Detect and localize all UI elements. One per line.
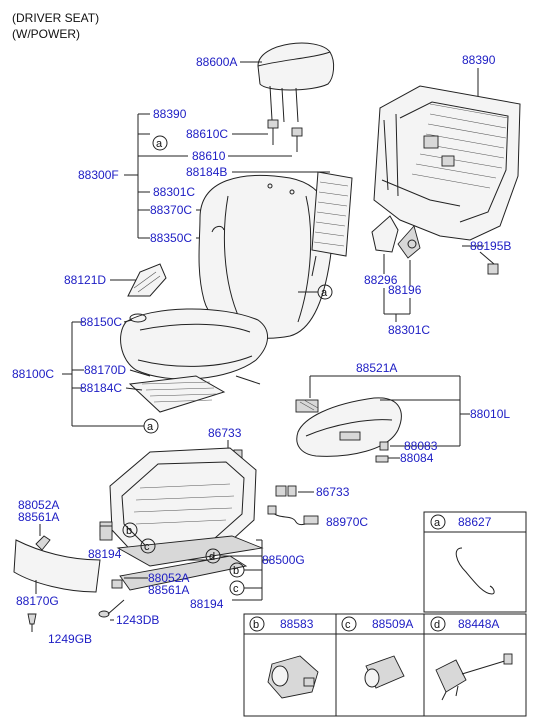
legend-box-c: c 88509A [335,613,425,717]
cushion-pad-drawing [128,375,261,413]
label-88121D: 88121D [64,273,106,287]
side-trim-88121D-drawing [127,263,167,297]
header-line-1: (DRIVER SEAT) [12,11,99,25]
label-88195B: 88195B [470,239,511,253]
label-88610C: 88610C [186,127,228,141]
legend-box-a: a 88627 [423,511,527,613]
legend-c-letter: c [345,619,351,631]
seat-back-drawing [198,175,333,339]
callout-b-2: b [233,565,239,577]
label-88184B: 88184B [186,165,227,179]
callout-c-1: c [144,541,150,553]
side-shield-drawing [295,397,402,463]
label-88184C: 88184C [80,381,122,395]
label-1243DB: 1243DB [116,613,159,627]
seat-back-frame-drawing [373,85,521,241]
label-86733-right: 86733 [316,485,350,499]
legend-b-letter: b [253,619,259,631]
label-88500G: 88500G [262,553,305,567]
headrest-guides-drawing [267,119,303,152]
clip-88052A-left-drawing [35,535,51,551]
label-88083: 88083 [404,439,438,453]
label-88350C: 88350C [150,231,192,245]
label-86733-top: 86733 [208,426,242,440]
label-88610: 88610 [192,149,226,163]
front-trim-88170G-drawing [13,539,101,593]
label-88300F: 88300F [78,168,119,182]
label-88521A: 88521A [356,361,397,375]
label-88561A-bottom: 88561A [148,583,189,597]
legend-a-part: 88627 [458,515,492,529]
label-88561A-left: 88561A [18,510,59,524]
label-88970C: 88970C [326,515,368,529]
label-88296: 88296 [364,273,398,287]
legend-d-letter: d [434,619,440,631]
label-88194-bottom: 88194 [190,597,224,611]
label-88052A-left: 88052A [18,498,59,512]
label-88390-top: 88390 [462,53,496,67]
callout-a-3: a [147,421,154,433]
label-88301C-right: 88301C [388,323,430,337]
callout-a-1: a [156,138,163,150]
label-88084: 88084 [400,451,434,465]
header-line-2: (W/POWER) [12,27,80,41]
seat-cushion-drawing [120,308,268,380]
part-88194-left-drawing [99,525,113,541]
back-pad-drawing [311,171,353,277]
label-88100C: 88100C [12,367,54,381]
label-1249GB: 1249GB [48,632,92,646]
label-88010L: 88010L [470,407,510,421]
label-88170G: 88170G [16,594,59,608]
screw-1243DB-drawing [98,599,125,618]
label-88150C: 88150C [80,315,122,329]
legend-d-part: 88448A [458,617,499,631]
legend-b-part: 88583 [280,617,314,631]
label-88370C: 88370C [150,203,192,217]
label-88052A-bottom: 88052A [148,571,189,585]
legend-a-letter: a [434,517,441,529]
callout-d-1: d [209,551,215,563]
legend-c-part: 88509A [372,617,413,631]
callout-b-1: b [126,525,132,537]
label-88194-left: 88194 [88,547,122,561]
callout-c-2: c [233,583,239,595]
bolt-88195B-drawing [479,251,499,275]
label-88196: 88196 [388,283,422,297]
label-88170D: 88170D [84,363,126,377]
label-88390-left: 88390 [153,107,187,121]
seat-track-frame-drawing [99,447,264,591]
recliner-covers-drawing [371,215,421,259]
clip-1249GB-drawing [27,613,37,625]
clip-86733-right-drawing [275,485,297,497]
headrest-drawing [257,42,335,123]
label-88301C-left: 88301C [153,185,195,199]
callout-a-2: a [321,287,328,299]
legend-box-d: d 88448A [423,613,527,717]
wiring-88970C-drawing [267,505,319,526]
legend-box-b: b 88583 [243,613,337,717]
label-88600A: 88600A [196,55,237,69]
